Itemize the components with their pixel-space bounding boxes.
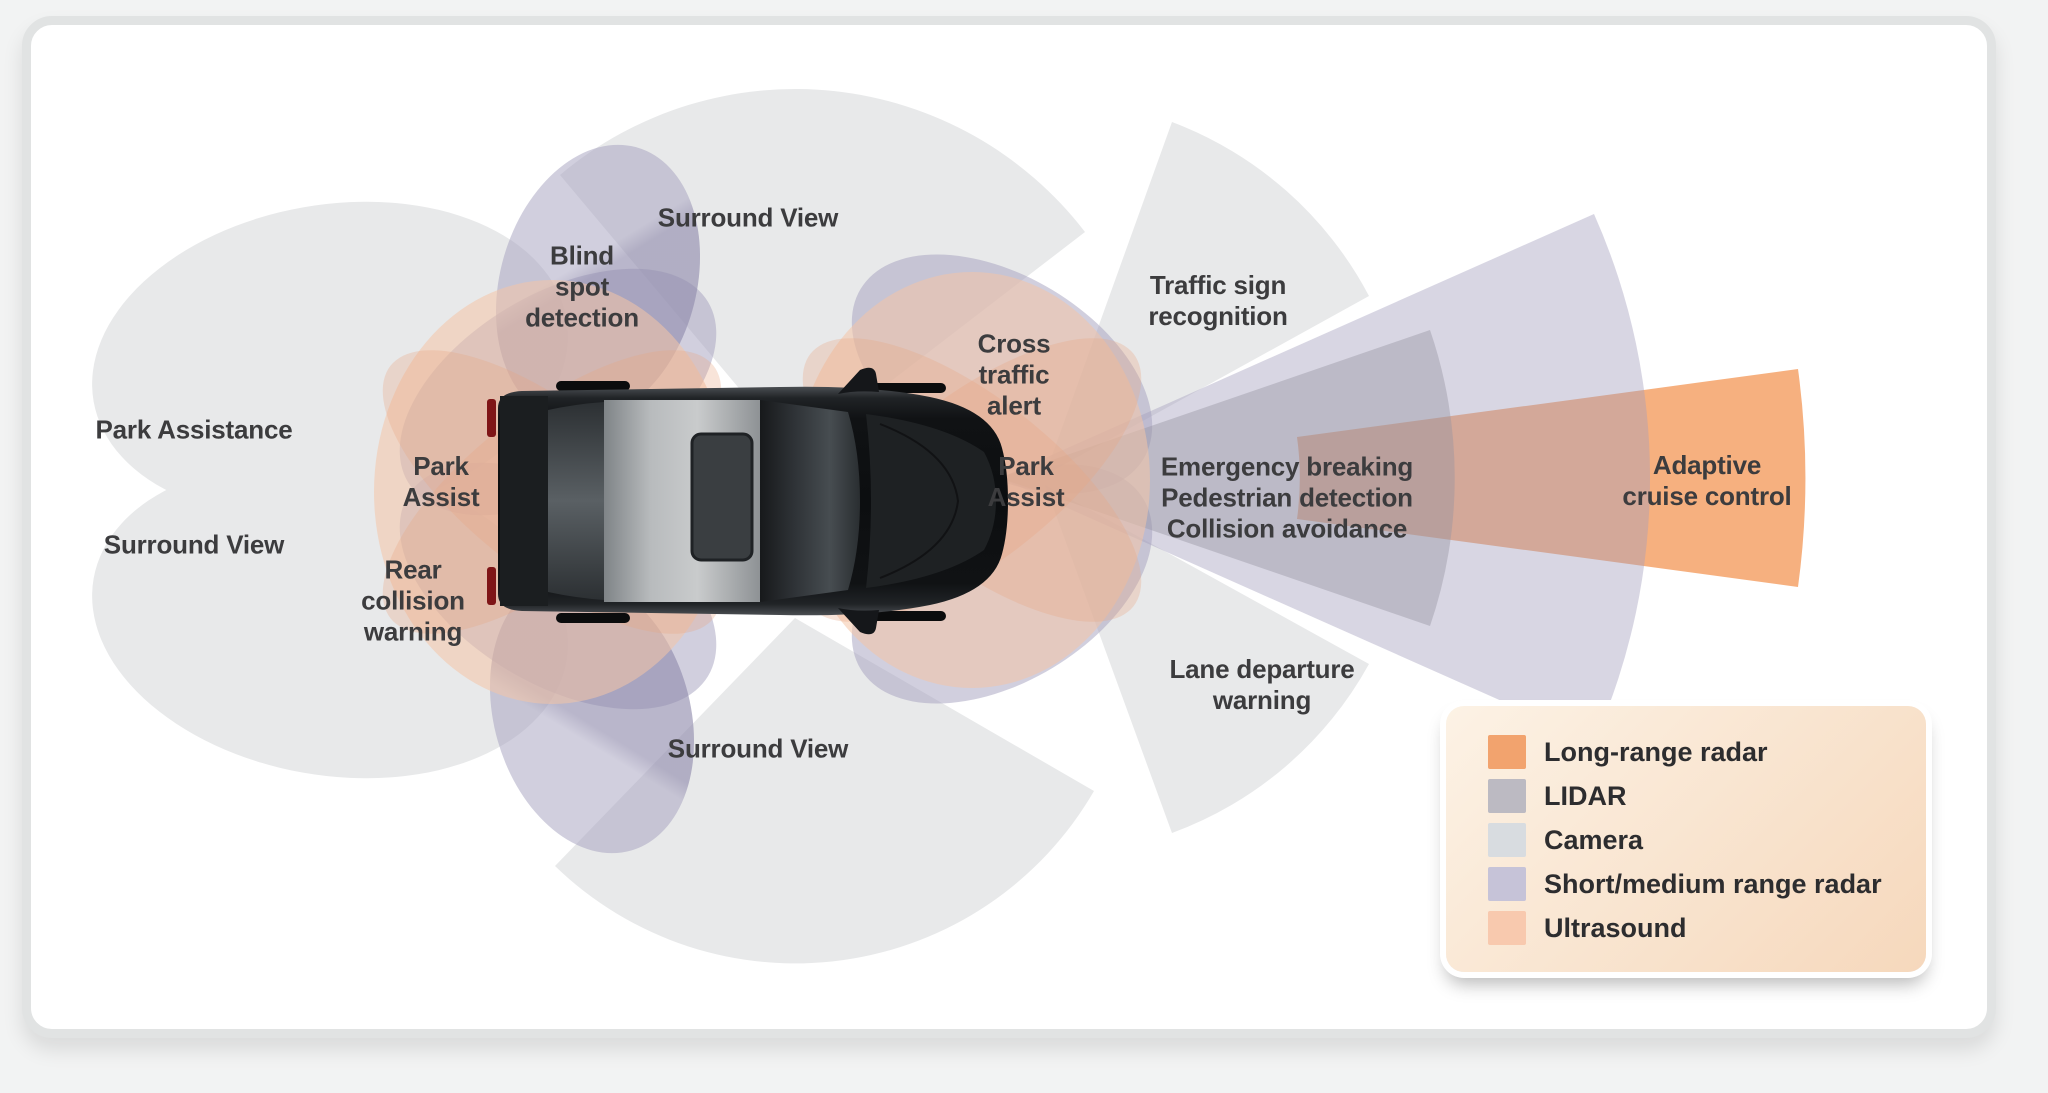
- legend-label-long-range-radar: Long-range radar: [1544, 736, 1768, 767]
- car-top-view: [487, 367, 1008, 635]
- legend-swatch-camera: [1488, 823, 1526, 857]
- legend-label-ultrasound: Ultrasound: [1544, 912, 1687, 943]
- front-radar-fan: [1000, 214, 1651, 742]
- legend-row-long-range-radar: Long-range radar: [1488, 730, 1916, 774]
- long-range-radar-beam: [1297, 369, 1806, 587]
- legend-label-short-medium-range-radar: Short/medium range radar: [1544, 868, 1882, 899]
- car-mirror-bottom: [838, 608, 879, 635]
- legend-row-ultrasound: Ultrasound: [1488, 906, 1916, 950]
- legend-label-camera: Camera: [1544, 824, 1644, 855]
- car-sunroof: [690, 432, 754, 562]
- car-taillights: [487, 399, 496, 605]
- legend-swatch-long-range-radar: [1488, 735, 1526, 769]
- legend-swatch-short-medium-range-radar: [1488, 867, 1526, 901]
- car-wheels: [556, 381, 946, 623]
- surround-view-top-fan: [560, 89, 1085, 455]
- legend-swatch-lidar: [1488, 779, 1526, 813]
- legend-label-lidar: LIDAR: [1544, 780, 1627, 811]
- car-mirror-top: [838, 367, 879, 394]
- surround-view-bottom-fan: [555, 618, 1094, 964]
- car-trunk: [500, 396, 548, 606]
- car-rear-window: [548, 402, 604, 600]
- legend-row-lidar: LIDAR: [1488, 774, 1916, 818]
- lidar-fan: [1000, 330, 1455, 626]
- legend-row-camera: Camera: [1488, 818, 1916, 862]
- car-windshield: [760, 400, 860, 602]
- legend-row-short-medium-range-radar: Short/medium range radar: [1488, 862, 1916, 906]
- car-hood-crease: [879, 423, 960, 579]
- car-hood: [866, 414, 996, 588]
- legend-swatch-ultrasound: [1488, 911, 1526, 945]
